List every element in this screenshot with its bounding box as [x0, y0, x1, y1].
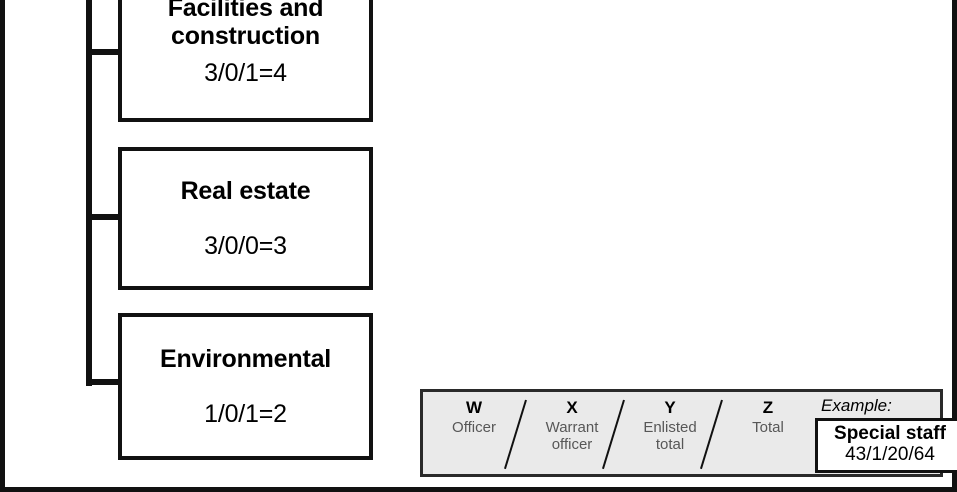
- legend-key-warrant-officer: X Warrant officer: [533, 398, 611, 454]
- legend-panel: W Officer X Warrant officer Y Enlisted t…: [420, 389, 957, 477]
- org-box-title: Environmental: [159, 344, 332, 373]
- legend-separator-slash-icon: [611, 398, 631, 474]
- legend-key-letter: X: [566, 398, 578, 417]
- legend-key-letter: Y: [664, 398, 676, 417]
- org-box-facilities-and-construction[interactable]: Facilities and construction 3/0/1=4: [118, 0, 373, 122]
- legend-key-letter: Z: [762, 398, 774, 417]
- tree-trunk-line: [86, 0, 92, 386]
- legend-separator-slash-icon: [709, 398, 729, 474]
- legend-key-officer: W Officer: [435, 398, 513, 436]
- org-box-title: Real estate: [180, 176, 311, 205]
- legend-key-total: Z Total: [729, 398, 807, 436]
- org-box-counts: 3/0/1=4: [204, 59, 287, 87]
- legend-example-box: Special staff 43/1/20/64: [815, 417, 957, 474]
- legend-key-description: Total: [752, 418, 784, 436]
- legend-key-row: W Officer X Warrant officer Y Enlisted t…: [423, 392, 807, 474]
- org-box-real-estate[interactable]: Real estate 3/0/0=3: [118, 147, 373, 290]
- legend-separator-slash-icon: [513, 398, 533, 474]
- org-box-counts: 3/0/0=3: [204, 231, 287, 260]
- org-box-environmental[interactable]: Environmental 1/0/1=2: [118, 313, 373, 460]
- legend-key-description: Warrant officer: [545, 418, 599, 454]
- legend-example-block: Example: Special staff 43/1/20/64: [815, 392, 957, 474]
- org-box-counts: 1/0/1=2: [204, 399, 287, 428]
- tree-branch-connector-environmental: [86, 379, 126, 385]
- legend-example-label: Example:: [821, 396, 892, 415]
- legend-key-description: Officer: [452, 418, 496, 436]
- legend-key-enlisted-total: Y Enlisted total: [631, 398, 709, 454]
- tree-branch-connector-real-estate: [86, 214, 126, 220]
- legend-key-description: Enlisted total: [643, 418, 697, 454]
- legend-key-letter: W: [465, 398, 483, 417]
- legend-example-name: Special staff: [834, 422, 946, 444]
- tree-branch-connector-facilities: [86, 49, 126, 55]
- org-box-title: Facilities and construction: [167, 0, 324, 50]
- legend-example-counts: 43/1/20/64: [845, 444, 935, 466]
